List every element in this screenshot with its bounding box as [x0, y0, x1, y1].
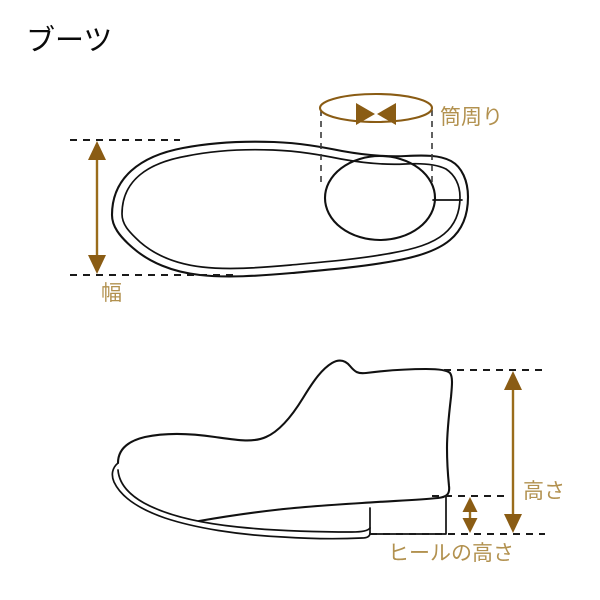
boot-side-view-group: 高さ ヒールの高さ [111, 359, 565, 565]
circumference-double-arrow [356, 103, 396, 125]
arrow-down-icon [462, 518, 478, 533]
boot-top-view-group: 幅 筒周り [70, 92, 503, 305]
arrow-up-icon [504, 371, 522, 390]
arrow-up-icon [462, 497, 478, 512]
top-view-inner-outline [121, 148, 461, 270]
height-dimension-arrow [504, 371, 522, 533]
page-title: ブーツ [26, 23, 112, 57]
top-view-opening-oval [323, 154, 437, 242]
label-heel-height: ヒールの高さ [388, 541, 514, 565]
label-shaft-circumference: 筒周り [440, 105, 503, 129]
label-height: 高さ [523, 479, 565, 503]
width-dimension-arrow [88, 141, 106, 274]
arrow-down-icon [504, 514, 522, 533]
arrow-down-icon [88, 255, 106, 274]
circumference-ellipse [318, 92, 434, 124]
side-view-boot-outline [116, 359, 454, 523]
arrow-up-icon [88, 141, 106, 160]
side-view-heel-block [369, 496, 447, 535]
side-view-sole-top-line [117, 469, 371, 533]
arrow-right-icon [356, 103, 375, 125]
label-width: 幅 [101, 281, 122, 305]
arrow-left-icon [377, 103, 396, 125]
heel-height-dimension-arrow [462, 497, 478, 533]
side-view-sole-bottom-line [111, 462, 371, 540]
